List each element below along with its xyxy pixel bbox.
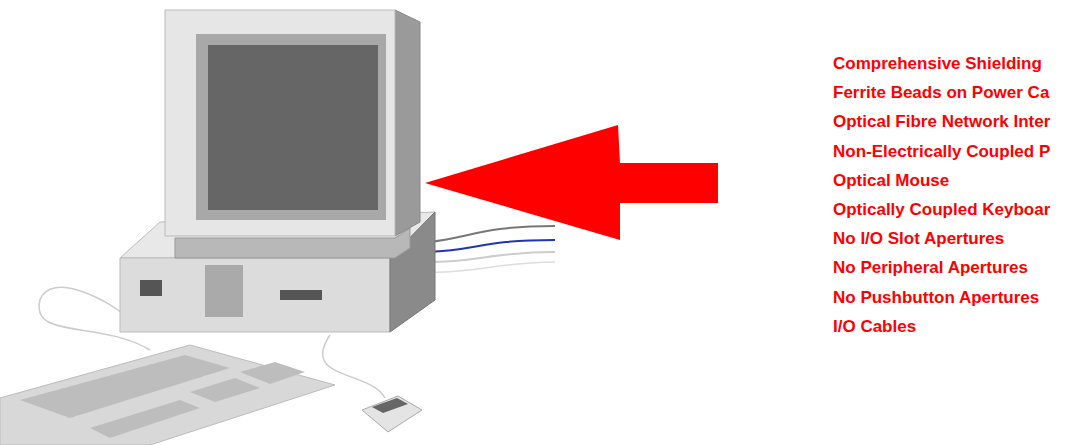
cable xyxy=(428,262,555,272)
feature-label: Comprehensive Shielding xyxy=(833,54,1042,74)
mouse-buttons xyxy=(372,398,408,413)
key-block xyxy=(90,400,200,438)
case-front xyxy=(120,258,390,332)
feature-label: Ferrite Beads on Power Ca xyxy=(833,83,1049,103)
feature-label: I/O Cables xyxy=(833,317,916,337)
monitor-front xyxy=(165,10,395,236)
keyboard xyxy=(0,345,335,445)
monitor-bezel xyxy=(196,34,386,220)
feature-label: Non-Electrically Coupled P xyxy=(833,142,1050,162)
callout-arrow xyxy=(425,125,718,240)
drive-slot xyxy=(140,280,162,296)
monitor-side xyxy=(395,10,420,236)
mouse-cord xyxy=(323,335,385,398)
mouse xyxy=(362,396,422,432)
feature-label: Optical Mouse xyxy=(833,171,949,191)
cable xyxy=(428,252,555,262)
feature-label: No I/O Slot Apertures xyxy=(833,229,1004,249)
feature-label: Optically Coupled Keyboar xyxy=(833,200,1050,220)
feature-label: No Pushbutton Apertures xyxy=(833,288,1039,308)
feature-label: Optical Fibre Network Inter xyxy=(833,112,1050,132)
drive-slot xyxy=(280,290,322,300)
drive-bay xyxy=(205,265,243,317)
key-block xyxy=(20,355,230,418)
feature-label: No Peripheral Apertures xyxy=(833,258,1028,278)
cable xyxy=(428,240,555,252)
monitor-screen xyxy=(208,45,378,210)
key-block xyxy=(240,362,305,384)
key-block xyxy=(190,378,260,402)
